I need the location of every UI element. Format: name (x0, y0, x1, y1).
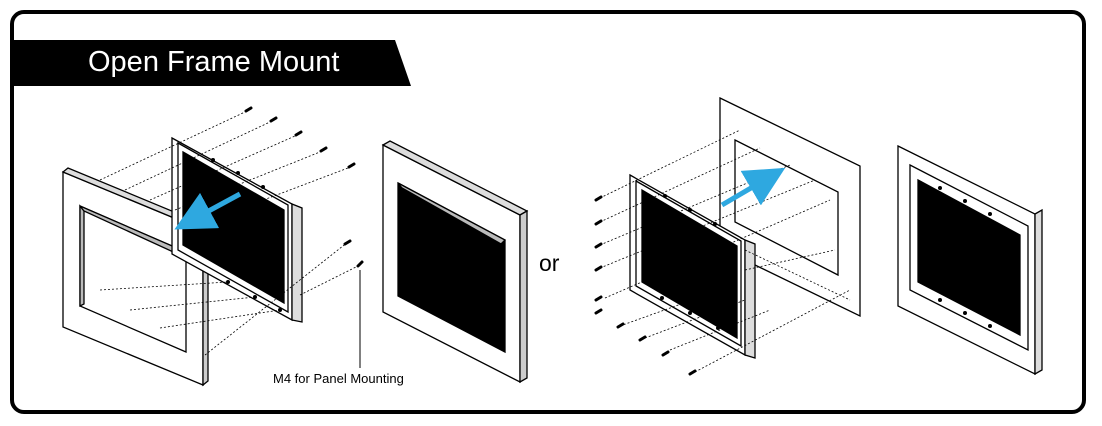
assembled-monitor-right (897, 144, 1043, 376)
page-title: Open Frame Mount (88, 46, 340, 78)
direction-arrow-icon (174, 191, 242, 230)
alignment-lines-left (99, 111, 361, 356)
or-label: or (539, 250, 560, 276)
open-frame-monitor-right (629, 173, 756, 359)
callout-label: M4 for Panel Mounting (273, 371, 404, 386)
mounting-screw-icon (594, 195, 697, 376)
direction-arrow-icon (720, 167, 786, 208)
title-banner (13, 40, 411, 86)
mounting-screw-icon (244, 106, 364, 268)
assembled-monitor-left (381, 140, 529, 384)
open-frame-monitor-left (171, 136, 303, 323)
